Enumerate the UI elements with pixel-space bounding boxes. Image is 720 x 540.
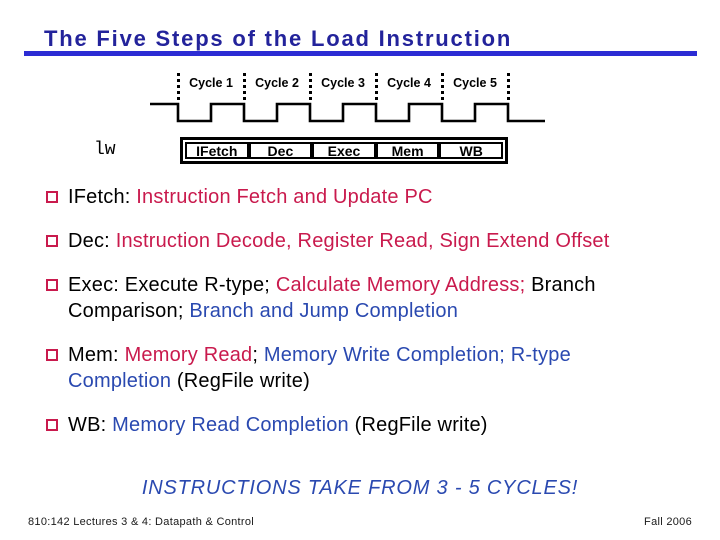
bullet-text-segment: Mem: [68,344,125,366]
cycle-divider-dashed-line [507,73,510,102]
bullet-text-segment: Branch and Jump Completion [189,300,459,322]
pipeline-stage-wb: WB [439,142,503,159]
slide-title: The Five Steps of the Load Instruction [44,26,513,51]
bullet-square-icon [46,191,58,203]
bullet-list: IFetch: Instruction Fetch and Update PC D… [46,184,630,456]
bullet-square-icon [46,419,58,431]
bullet-text-segment: Memory Write Completion; R-type Completi… [68,344,571,392]
bullet-text-segment: Memory Read [124,344,253,366]
cycle-divider-dashed-line [177,73,180,102]
cycle-label: Cycle 2 [255,76,299,90]
cycle-divider-dashed-line [309,73,312,102]
footer-term-label: Fall 2006 [644,516,692,528]
title-underline-rule [24,51,697,56]
bullet-item: Exec: Execute R-type; Calculate Memory A… [46,272,630,324]
clock-waveform-line [150,102,545,123]
cycle-label: Cycle 3 [321,76,365,90]
pipeline-stage-exec: Exec [312,142,376,159]
bullet-text-segment: Calculate Memory Address; [275,274,526,296]
pipeline-stage-ifetch: IFetch [185,142,249,159]
bullet-text-segment: (RegFile write) [348,414,488,436]
cycle-label: Cycle 1 [189,76,233,90]
bullet-text-segment: IFetch: [68,186,137,208]
bullet-item: Dec: Instruction Decode, Register Read, … [46,228,630,254]
bullet-text-segment: Memory Read Completion [112,414,349,436]
bullet-item: WB: Memory Read Completion (RegFile writ… [46,412,630,438]
bullet-square-icon [46,279,58,291]
cycle-label: Cycle 4 [387,76,431,90]
cycle-labels: Cycle 1 Cycle 2 Cycle 3 Cycle 4 Cycle 5 [178,76,508,90]
bullet-text-segment: Branch Comparison; [68,274,596,322]
cycles-callout: INSTRUCTIONS TAKE FROM 3 - 5 CYCLES! [141,477,579,499]
bullet-text-segment: (RegFile write) [171,370,310,392]
bullet-square-icon [46,349,58,361]
clock-waveform [150,102,545,123]
cycle-divider-dashed-line [375,73,378,102]
instruction-label-lw: lw [94,140,116,160]
cycle-divider-dashed-line [441,73,444,102]
cycle-label: Cycle 5 [453,76,497,90]
bullet-text-segment: WB: [68,414,113,436]
bullet-item: IFetch: Instruction Fetch and Update PC [46,184,630,210]
bullet-text-segment: Instruction Decode, Register Read, Sign … [115,230,610,252]
bullet-item: Mem: Memory Read; Memory Write Completio… [46,342,630,394]
bullet-text-segment: ; [252,344,264,366]
bullet-square-icon [46,235,58,247]
bullet-text-segment: Exec: Execute R-type; [68,274,276,296]
bullet-text-segment: Instruction Fetch and Update PC [136,186,433,208]
pipeline-stage-dec: Dec [248,142,313,159]
footer-course-label: 810:142 Lectures 3 & 4: Datapath & Contr… [28,516,255,528]
cycle-divider-dashed-line [243,73,246,102]
pipeline-stage-mem: Mem [375,142,440,159]
bullet-text-segment: Dec: [68,230,116,252]
